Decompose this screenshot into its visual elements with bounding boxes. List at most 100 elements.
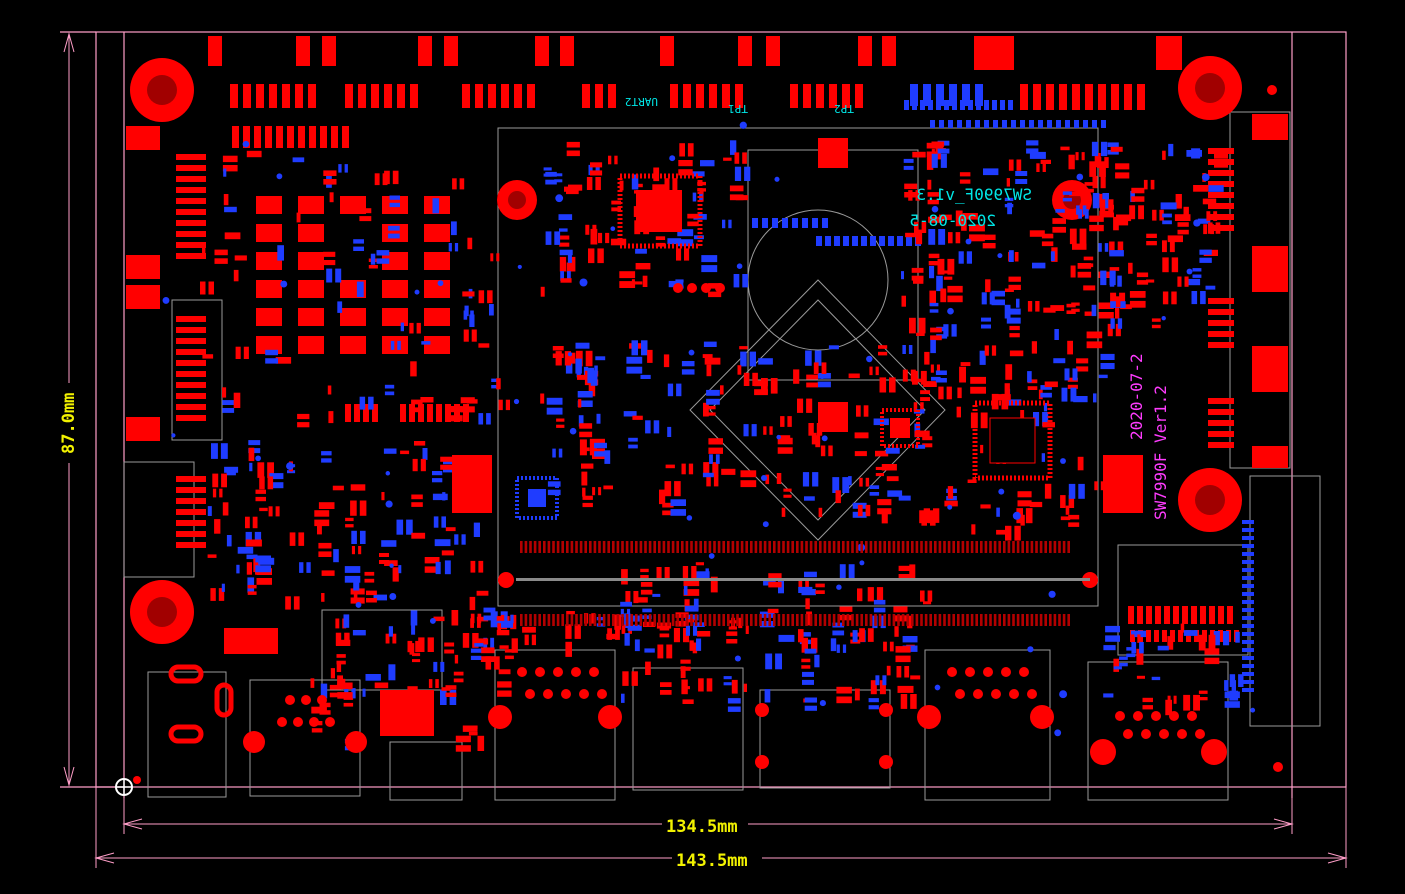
smd-pad	[470, 310, 474, 320]
smd-pad	[1119, 656, 1128, 660]
edge-pin	[791, 614, 794, 626]
smd-pad	[432, 478, 443, 483]
smd-pad	[915, 190, 920, 201]
smd-pad	[388, 233, 400, 239]
connector-pin	[1242, 544, 1254, 548]
smd-pad	[727, 706, 741, 712]
smd-pad	[723, 682, 732, 686]
smd-pad	[218, 588, 225, 601]
edge-pin	[1021, 614, 1024, 626]
smd-pad	[579, 423, 593, 429]
smd-pad	[969, 234, 985, 242]
board-outline	[60, 31, 1347, 798]
mounting-holes	[130, 56, 1242, 644]
smd-pad	[805, 598, 810, 610]
smd-pad	[321, 458, 332, 463]
edge-pin	[676, 614, 679, 626]
smd-pad	[868, 698, 879, 703]
via	[866, 355, 873, 363]
via	[171, 433, 176, 438]
connector-pin	[920, 100, 925, 110]
smd-pad	[870, 680, 877, 695]
smd-pad	[684, 599, 690, 612]
smd-pad	[966, 251, 972, 264]
smd-pad	[1162, 213, 1172, 218]
db-pin	[1151, 711, 1161, 721]
smd-pad	[1136, 648, 1144, 665]
smd-pad	[1066, 310, 1076, 314]
smd-pad	[1193, 185, 1209, 192]
connector-pin	[243, 84, 251, 108]
smd-pad	[1108, 199, 1114, 212]
smd-pad	[624, 633, 630, 646]
smd-pad	[374, 682, 389, 689]
inner-width-dimension-label: 134.5mm	[666, 817, 738, 837]
connector-pin	[792, 218, 798, 228]
smd-pad	[752, 372, 758, 386]
smd-pad	[897, 685, 914, 693]
smd-pad	[1180, 623, 1185, 633]
smd-pad	[1015, 179, 1028, 184]
smd-pad	[693, 625, 698, 636]
smd-pad	[1107, 150, 1119, 155]
bga-pad	[256, 308, 282, 326]
smd-pad	[706, 398, 720, 405]
smd-pad	[869, 485, 880, 489]
smd-pad	[490, 253, 494, 262]
edge-pin	[630, 614, 633, 626]
smd-pad	[410, 610, 418, 626]
smd-pad	[910, 694, 917, 709]
edge-pin	[584, 614, 587, 626]
edge-pin	[584, 541, 587, 553]
smd-pad	[611, 207, 621, 212]
connector-pin	[1164, 606, 1170, 624]
smd-pad	[931, 376, 941, 381]
smd-pad	[1089, 215, 1104, 222]
smd-pad	[962, 213, 978, 220]
smd-pad	[298, 532, 305, 546]
smd-pad	[769, 426, 773, 435]
connector-pin	[1242, 672, 1254, 676]
smd-pad	[635, 597, 648, 603]
via	[1186, 268, 1193, 275]
edge-pin	[1012, 541, 1015, 553]
smd-pad	[812, 472, 819, 487]
smd-pad	[1065, 505, 1070, 515]
smd-pad	[703, 402, 709, 417]
edge-pin	[1021, 541, 1024, 553]
edge-pin	[874, 541, 877, 553]
smd-pad	[1077, 456, 1084, 471]
smd-pad	[1203, 224, 1208, 235]
connector-pin	[1242, 568, 1254, 572]
smd-pad	[875, 675, 880, 686]
smd-pad	[881, 509, 888, 524]
smd-pad	[731, 679, 738, 694]
smd-pad	[269, 473, 284, 480]
smd-pad	[983, 168, 999, 176]
smd-pad	[554, 173, 563, 177]
smd-pad	[376, 258, 390, 264]
smd-pad	[350, 597, 365, 604]
smd-pad	[329, 192, 334, 203]
smd-pad	[943, 276, 953, 280]
smd-pad	[385, 633, 390, 644]
edge-pin	[699, 541, 702, 553]
edge-pin	[1003, 614, 1006, 626]
smd-pad	[969, 224, 985, 232]
smd-pad	[406, 519, 413, 535]
smd-pad	[927, 590, 933, 602]
bga-pad	[256, 336, 282, 354]
smd-pad	[981, 317, 991, 322]
connector-pin	[1242, 552, 1254, 556]
edge-pin	[897, 614, 900, 626]
smd-pad	[351, 530, 357, 544]
edge-pin	[543, 541, 546, 553]
smd-pad	[451, 221, 457, 236]
via	[1048, 590, 1056, 598]
smd-pad	[569, 256, 576, 272]
smd-pad	[388, 664, 396, 681]
smd-pad	[246, 150, 262, 158]
connector-pin	[975, 84, 983, 106]
smd-pad	[764, 689, 771, 703]
tp2-label: TP2	[834, 102, 854, 115]
